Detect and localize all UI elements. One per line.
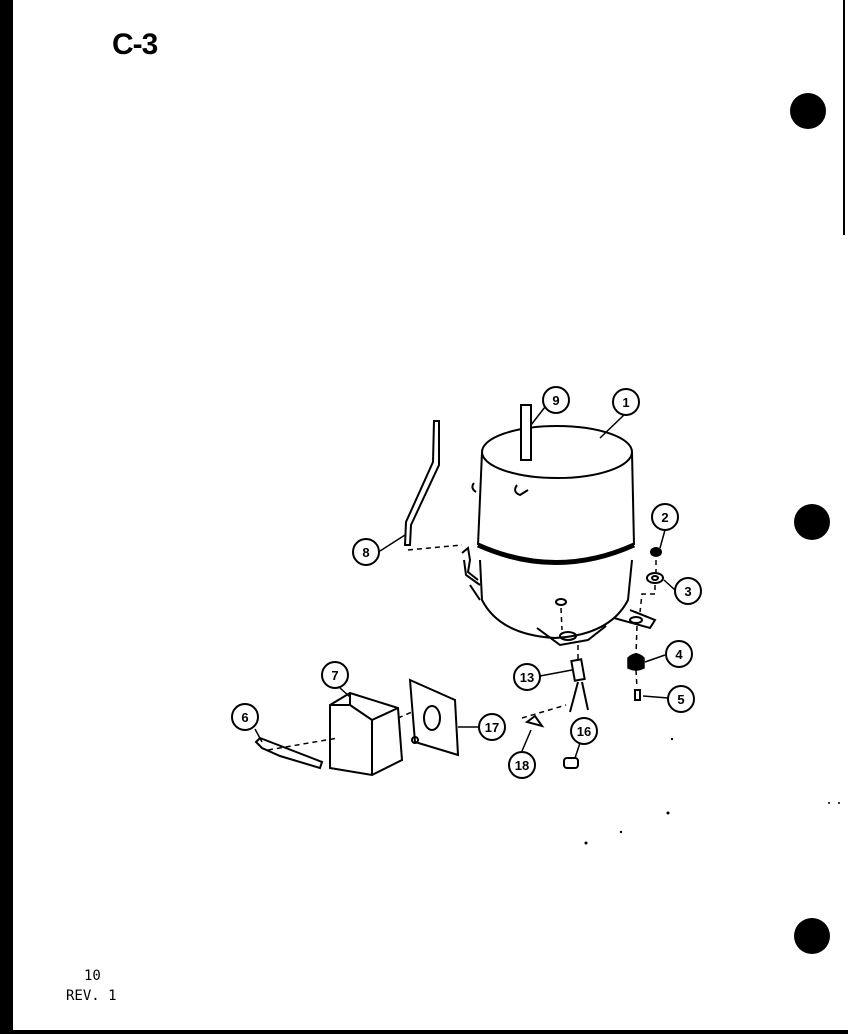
callout-2: 2 xyxy=(651,503,679,531)
binder-hole-top xyxy=(790,93,826,129)
page-edge-right xyxy=(843,0,845,235)
callout-18-label: 18 xyxy=(515,758,529,773)
callouts: 1 2 3 4 5 6 7 8 9 13 16 17 18 xyxy=(231,386,702,779)
compressor-drawing xyxy=(461,425,657,647)
binder-hole-bottom xyxy=(794,918,830,954)
callout-5: 5 xyxy=(667,685,695,713)
binder-hole-middle xyxy=(794,504,830,540)
callout-16: 16 xyxy=(570,717,598,745)
callout-8: 8 xyxy=(352,538,380,566)
page-edge-left xyxy=(0,0,13,1034)
callout-3-label: 3 xyxy=(684,584,691,599)
retainer-clip-drawing xyxy=(254,736,324,770)
callout-leaders xyxy=(254,406,676,759)
callout-3: 3 xyxy=(674,577,702,605)
callout-8-label: 8 xyxy=(362,545,369,560)
callout-1-label: 1 xyxy=(622,395,629,410)
scan-specks xyxy=(584,737,840,845)
callout-9-label: 9 xyxy=(552,393,559,408)
mount-hardware-drawing xyxy=(627,547,664,701)
process-tube-drawing xyxy=(520,404,532,461)
bracket-drawing xyxy=(403,420,440,546)
callout-6-label: 6 xyxy=(241,710,248,725)
callout-16-label: 16 xyxy=(577,724,591,739)
callout-4-label: 4 xyxy=(675,647,683,662)
callout-9: 9 xyxy=(542,386,570,414)
callout-7: 7 xyxy=(321,661,349,689)
assembly-guide-lines xyxy=(267,544,657,751)
callout-17: 17 xyxy=(478,713,506,741)
gasket-drawing xyxy=(408,678,460,757)
callout-13: 13 xyxy=(513,663,541,691)
callout-18: 18 xyxy=(508,751,536,779)
callout-2-label: 2 xyxy=(661,510,668,525)
callout-6: 6 xyxy=(231,703,259,731)
callout-13-label: 13 xyxy=(520,670,534,685)
revision-label: REV. 1 xyxy=(66,988,117,1004)
page-edge-bottom xyxy=(0,1030,848,1034)
callout-5-label: 5 xyxy=(677,692,684,707)
section-title: C-3 xyxy=(112,28,158,61)
plug-16-drawing xyxy=(563,757,579,769)
page-number: 10 xyxy=(84,968,101,984)
terminal-cover-drawing xyxy=(329,691,404,777)
callout-7-label: 7 xyxy=(331,668,338,683)
callout-1: 1 xyxy=(612,388,640,416)
callout-4: 4 xyxy=(665,640,693,668)
overload-connector-drawing xyxy=(569,658,589,713)
clip-18-drawing xyxy=(524,714,545,728)
callout-17-label: 17 xyxy=(485,720,499,735)
